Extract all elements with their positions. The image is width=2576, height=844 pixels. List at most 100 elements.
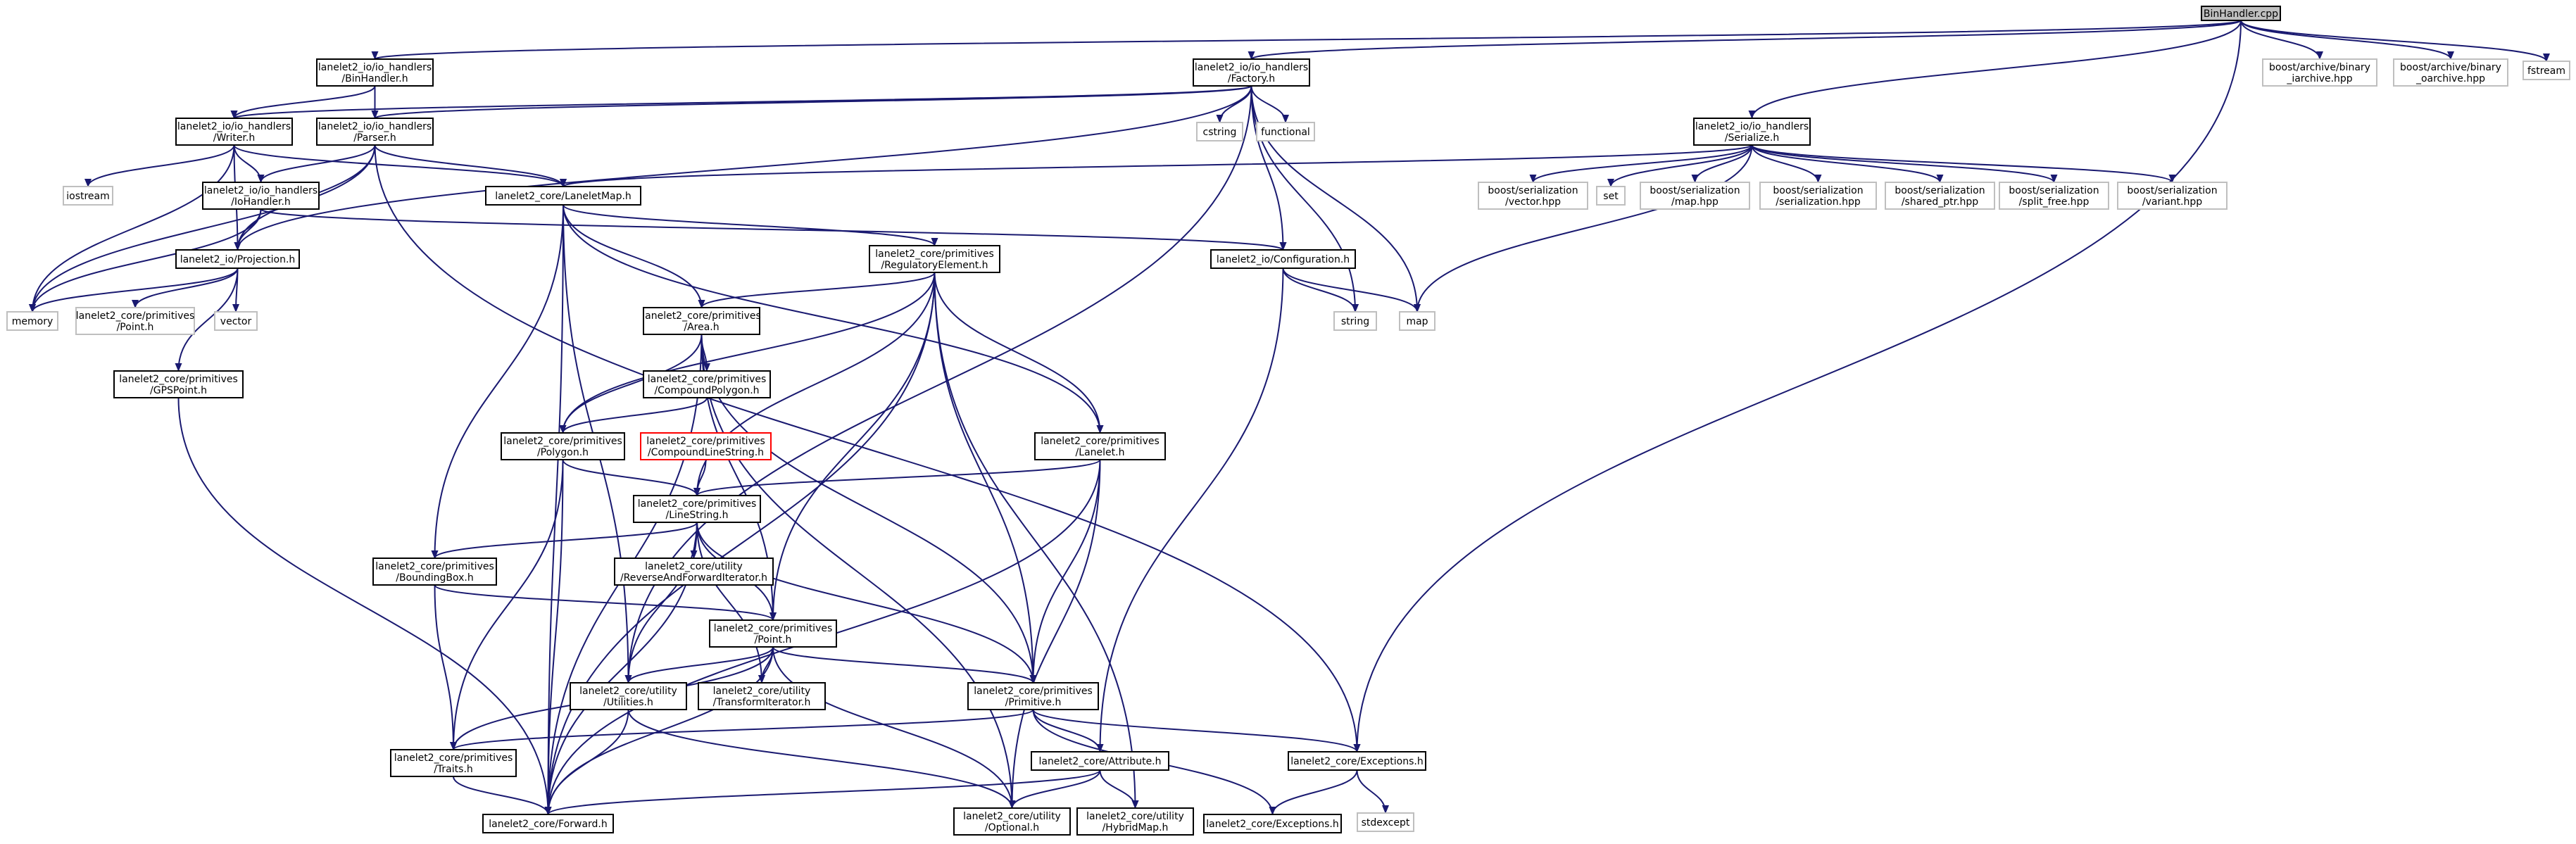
- edge-parser-to-memory: [29, 144, 376, 313]
- node-optional[interactable]: lanelet2_core/utility/Optional.h: [953, 807, 1071, 836]
- edge-writer-to-memory: [29, 144, 235, 313]
- node-label-ser_shared-0: boost/serialization: [1895, 185, 1985, 196]
- node-label-iohandler-1: /IoHandler.h: [231, 196, 291, 208]
- edge-writer-to-iohandler: [233, 144, 265, 183]
- node-label-functional-0: functional: [1261, 127, 1310, 138]
- node-box-point: [709, 619, 837, 648]
- node-label-transformiter-0: lanelet2_core/utility: [713, 686, 811, 697]
- node-box-ser_vector: [1478, 182, 1588, 210]
- node-box-iarchive: [2262, 58, 2377, 87]
- node-point[interactable]: lanelet2_core/primitives/Point.h: [709, 619, 837, 648]
- edge-linestring-to-boundingbox: [431, 522, 698, 559]
- edge-serialize-to-ser_map: [1691, 144, 1753, 183]
- edge-linestring-to-transformiter: [696, 522, 765, 684]
- edge-laneletmap-to-forward: [544, 204, 564, 815]
- edge-factory-to-functional: [1250, 85, 1289, 123]
- node-compoundlinestring: lanelet2_core/primitives/CompoundLineStr…: [640, 432, 772, 460]
- node-label-ser_vector-0: boost/serialization: [1488, 185, 1578, 196]
- node-compoundpolygon[interactable]: lanelet2_core/primitives/CompoundPolygon…: [643, 370, 771, 398]
- edge-serialize-to-ser_shared: [1751, 144, 1944, 183]
- node-exceptions_io[interactable]: lanelet2_core/Exceptions.h: [1288, 751, 1426, 771]
- node-label-serialize-1: /Serialize.h: [1725, 132, 1780, 144]
- node-serialize[interactable]: lanelet2_io/io_handlers/Serialize.h: [1693, 118, 1811, 146]
- node-label-ser_shared-1: /shared_ptr.hpp: [1902, 196, 1978, 208]
- node-box-ser_split: [1999, 182, 2109, 210]
- node-root[interactable]: BinHandler.cpp: [2201, 6, 2281, 21]
- edge-lanelet-to-optional: [1008, 459, 1101, 809]
- node-box-primitive: [967, 682, 1099, 710]
- node-label-compoundpolygon-0: lanelet2_core/primitives: [648, 374, 767, 385]
- node-label-parser-0: lanelet2_io/io_handlers: [318, 121, 432, 132]
- node-label-exceptions_io-0: lanelet2_core/Exceptions.h: [1290, 756, 1423, 767]
- edge-exceptions_io-to-exceptions_core: [1269, 769, 1358, 815]
- node-box-regulatory: [869, 245, 1000, 273]
- node-label-ser_serialization-0: boost/serialization: [1773, 185, 1863, 196]
- edge-point-to-primitive: [772, 646, 1037, 684]
- node-label-forward-0: lanelet2_core/Forward.h: [489, 819, 608, 830]
- node-label-cstring-0: cstring: [1203, 127, 1237, 138]
- node-box-vector: [214, 311, 258, 331]
- node-parser[interactable]: lanelet2_io/io_handlers/Parser.h: [316, 118, 434, 146]
- node-box-ser_variant: [2117, 182, 2228, 210]
- node-laneletmap[interactable]: lanelet2_core/LaneletMap.h: [485, 186, 641, 206]
- node-label-oarchive-1: _oarchive.hpp: [2415, 73, 2485, 84]
- node-projection[interactable]: lanelet2_io/Projection.h: [175, 249, 300, 269]
- node-label-attribute-0: lanelet2_core/Attribute.h: [1038, 756, 1161, 767]
- edge-laneletmap-to-regulatory: [563, 204, 938, 246]
- node-label-string-0: string: [1341, 316, 1369, 327]
- node-primitive[interactable]: lanelet2_core/primitives/Primitive.h: [967, 682, 1099, 710]
- node-iohandler[interactable]: lanelet2_io/io_handlers/IoHandler.h: [202, 182, 320, 210]
- node-linestring[interactable]: lanelet2_core/primitives/LineString.h: [633, 495, 761, 523]
- node-attribute[interactable]: lanelet2_core/Attribute.h: [1031, 751, 1169, 771]
- node-box-ser_shared: [1885, 182, 1995, 210]
- node-box-optional: [953, 807, 1071, 836]
- node-box-ser_serialization: [1759, 182, 1877, 210]
- node-label-factory-0: lanelet2_io/io_handlers: [1195, 62, 1308, 73]
- edge-utilities-to-forward: [544, 709, 629, 815]
- edge-linestring-to-primitive: [696, 522, 1037, 684]
- edge-factory-to-parser: [372, 85, 1252, 119]
- node-box-stdexcept: [1357, 812, 1414, 832]
- node-label-fstream-0: fstream: [2527, 65, 2565, 77]
- node-label-factory-1: /Factory.h: [1228, 73, 1275, 84]
- node-gpspoint[interactable]: lanelet2_core/primitives/GPSPoint.h: [113, 370, 244, 398]
- node-label-reverseiter-0: lanelet2_core/utility: [645, 561, 743, 572]
- node-boundingbox[interactable]: lanelet2_core/primitives/BoundingBox.h: [372, 558, 497, 586]
- node-box-serialize: [1693, 118, 1811, 146]
- edge-serialize-to-ser_variant: [1751, 144, 2176, 183]
- node-forward[interactable]: lanelet2_core/Forward.h: [482, 814, 614, 833]
- node-transformiter[interactable]: lanelet2_core/utility/TransformIterator.…: [698, 682, 826, 710]
- edge-regulatory-to-area: [698, 272, 936, 308]
- node-utilities[interactable]: lanelet2_core/utility/Utilities.h: [570, 682, 687, 710]
- node-box-writer: [175, 118, 293, 146]
- node-iarchive: boost/archive/binary_iarchive.hpp: [2262, 58, 2377, 87]
- node-exceptions_core[interactable]: lanelet2_core/Exceptions.h: [1203, 814, 1342, 833]
- node-vector: vector: [214, 311, 258, 331]
- node-box-hybridmap: [1076, 807, 1194, 836]
- node-polygon[interactable]: lanelet2_core/primitives/Polygon.h: [501, 432, 625, 460]
- node-binhandler[interactable]: lanelet2_io/io_handlers/BinHandler.h: [316, 58, 434, 87]
- node-label-primitive-1: /Primitive.h: [1005, 697, 1062, 708]
- node-label-optional-1: /Optional.h: [985, 822, 1039, 833]
- node-box-exceptions_core: [1203, 814, 1342, 833]
- node-label-lanelet-1: /Lanelet.h: [1076, 447, 1125, 458]
- node-label-reverseiter-1: /ReverseAndForwardIterator.h: [620, 572, 767, 584]
- node-hybridmap[interactable]: lanelet2_core/utility/HybridMap.h: [1076, 807, 1194, 836]
- node-box-transformiter: [698, 682, 826, 710]
- node-traits[interactable]: lanelet2_core/primitives/Traits.h: [390, 749, 517, 777]
- node-factory[interactable]: lanelet2_io/io_handlers/Factory.h: [1193, 58, 1310, 87]
- edge-lanelet-to-primitive: [1029, 459, 1101, 684]
- edge-iohandler-to-projection: [234, 208, 262, 251]
- node-lanelet[interactable]: lanelet2_core/primitives/Lanelet.h: [1034, 432, 1166, 460]
- node-writer[interactable]: lanelet2_io/io_handlers/Writer.h: [175, 118, 293, 146]
- edge-writer-to-iostream: [84, 144, 235, 187]
- edge-root-to-iarchive: [2240, 20, 2323, 60]
- node-configuration[interactable]: lanelet2_io/Configuration.h: [1210, 249, 1356, 269]
- edge-area-to-primitive: [700, 334, 1037, 684]
- edge-factory-to-string: [1250, 85, 1359, 313]
- node-reverseiter[interactable]: lanelet2_core/utility/ReverseAndForwardI…: [614, 558, 774, 586]
- node-cstring: cstring: [1196, 122, 1243, 141]
- node-regulatory[interactable]: lanelet2_core/primitives/RegulatoryEleme…: [869, 245, 1000, 273]
- node-area[interactable]: lanelet2_core/primitives/Area.h: [642, 307, 761, 335]
